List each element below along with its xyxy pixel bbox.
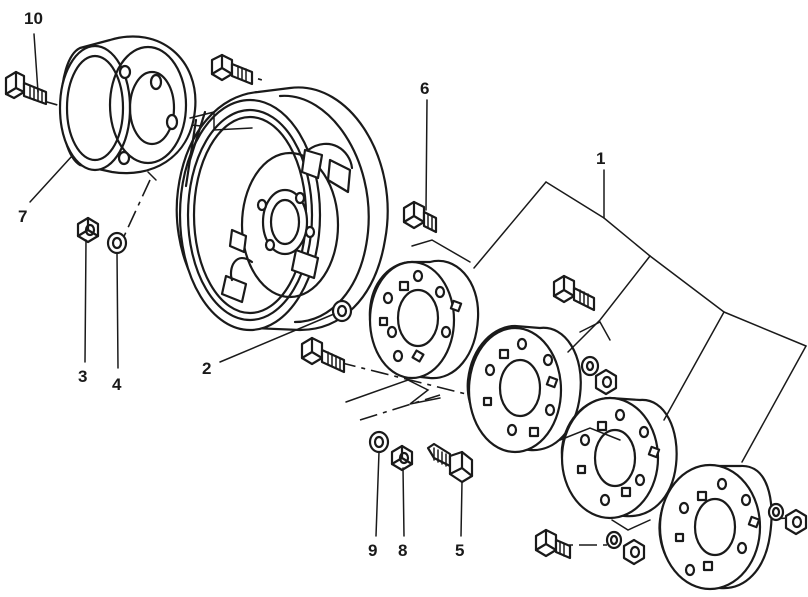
callout-5: 5 <box>455 541 464 560</box>
callout-labels: 10 7 3 4 2 6 1 9 8 5 <box>18 9 605 560</box>
nut-3 <box>76 216 100 244</box>
bolt-5 <box>426 442 474 484</box>
wheel-rim <box>175 86 389 332</box>
nut-washer-bottom <box>605 530 646 566</box>
callout-9: 9 <box>368 541 377 560</box>
callout-1: 1 <box>596 149 605 168</box>
bolt-plate-left <box>300 336 346 374</box>
callout-7: 7 <box>18 207 27 226</box>
bolt-right-top <box>552 274 596 312</box>
callout-4: 4 <box>112 375 122 394</box>
spacer-plate-b <box>466 324 582 454</box>
callout-10: 10 <box>24 9 43 28</box>
bolt-10 <box>4 70 48 106</box>
bolt-bottom <box>534 528 572 560</box>
nut-washer-right <box>580 355 618 396</box>
hub-drum <box>58 35 197 175</box>
callout-2: 2 <box>202 359 211 378</box>
nut-washer-far-right <box>767 502 808 536</box>
callout-3: 3 <box>78 367 87 386</box>
callout-6: 6 <box>420 79 429 98</box>
spacer-plate-d <box>658 463 773 591</box>
leader-lines <box>29 33 807 537</box>
washer-4 <box>106 231 128 255</box>
spacer-plate-c <box>560 396 678 520</box>
nut-8 <box>390 444 414 472</box>
spacer-plate-a <box>368 259 480 380</box>
washer-9 <box>368 430 390 454</box>
bolt-top <box>210 53 254 86</box>
bolt-6 <box>402 200 438 234</box>
washer-2 <box>331 299 353 323</box>
callout-8: 8 <box>398 541 407 560</box>
